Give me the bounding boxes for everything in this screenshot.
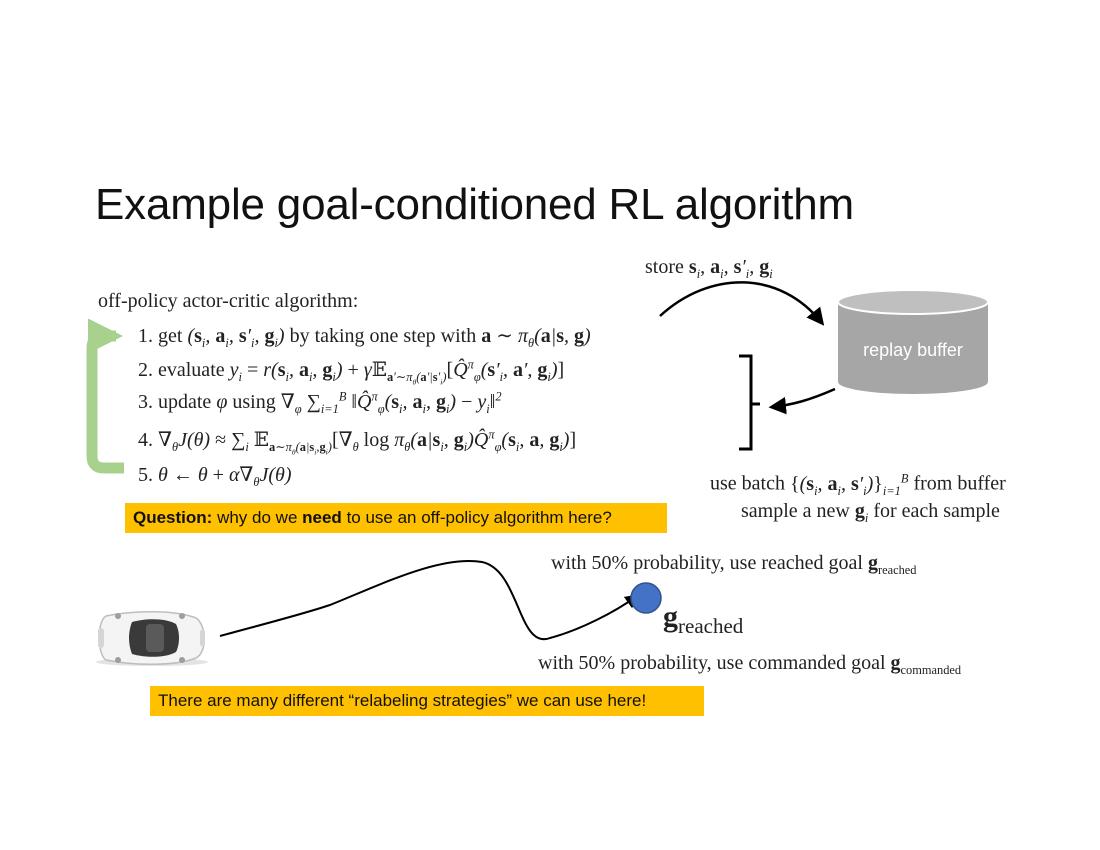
trajectory-icon (219, 560, 640, 641)
g-reached-math: greached (867, 552, 917, 577)
step-number: 3. (138, 391, 153, 413)
g-commanded-math: gcommanded (890, 652, 962, 677)
batch-label: use batch {(si, ai, s′i)}i=1B from buffe… (710, 471, 1006, 499)
batch-math: {(si, ai, s′i)}i=1B (789, 471, 909, 498)
step-text: evaluate (158, 359, 225, 381)
step-text: get (158, 325, 183, 347)
step-4: 4. ∇θJ(θ) ≈ ∑i 𝔼a∼πθ(a|si,gi)[∇θ log πθ(… (138, 427, 576, 456)
step-1: 1. get (si, ai, s′i, gi) by taking one s… (138, 323, 591, 351)
question-callout: Question: why do we need to use an off-p… (125, 503, 667, 533)
slide-title: Example goal-conditioned RL algorithm (95, 180, 854, 229)
store-text: store (645, 256, 684, 278)
step-math: ∇φ ∑i=1B ‖Q̂πφ(si, ai, gi) − yi‖2 (280, 389, 502, 416)
sample-text: for each sample (873, 500, 1000, 522)
question-text: why do we (217, 508, 298, 527)
step-number: 2. (138, 359, 153, 381)
batch-text: use batch (710, 472, 785, 495)
step-2: 2. evaluate yi = r(si, ai, gi) + γ𝔼a′∼πθ… (138, 357, 564, 386)
prob-reached-label: with 50% probability, use reached goal g… (551, 552, 916, 578)
step-5: 5. θ ← θ + α∇θJ(θ) (138, 462, 292, 490)
prob-commanded-text: with 50% probability, use commanded goal (538, 652, 886, 674)
step-number: 5. (138, 464, 153, 486)
batch-text: from buffer (913, 472, 1006, 495)
step-math: θ ← θ + α∇θJ(θ) (158, 464, 292, 489)
question-emphasis: need (302, 508, 342, 527)
loop-arrow-icon (86, 318, 124, 474)
relabel-callout: There are many different “relabeling str… (150, 686, 704, 716)
step-math: a ∼ πθ(a|s, g) (481, 325, 591, 350)
step-text: update (158, 391, 212, 413)
car-icon (96, 611, 208, 666)
bracket-icon (739, 354, 760, 451)
question-text: to use an off-policy algorithm here? (346, 508, 612, 527)
question-label: Question: (133, 508, 213, 527)
prob-commanded-label: with 50% probability, use commanded goal… (538, 652, 961, 678)
prob-reached-text: with 50% probability, use reached goal (551, 552, 863, 574)
step-text: by taking one step with (289, 325, 477, 347)
sample-arrow-icon (768, 387, 836, 415)
step-math: (si, ai, s′i, gi) (187, 325, 285, 350)
step-math: yi = r(si, ai, gi) + γ𝔼a′∼πθ(a′|s′i)[Q̂π… (229, 357, 565, 387)
step-number: 1. (138, 325, 153, 347)
replay-buffer-label: replay buffer (863, 340, 963, 360)
cylinder-icon (837, 289, 989, 394)
step-number: 4. (138, 429, 153, 451)
store-arrow-icon (659, 281, 825, 326)
store-label: store si, ai, s′i, gi (645, 256, 773, 282)
step-text: using (232, 391, 276, 413)
goal-dot-icon (630, 582, 662, 614)
step-math: ∇θJ(θ) ≈ ∑i 𝔼a∼πθ(a|si,gi)[∇θ log πθ(a|s… (158, 427, 577, 457)
store-math: si, ai, s′i, gi (688, 256, 773, 281)
sample-math: gi (854, 500, 869, 525)
sample-label: sample a new gi for each sample (741, 500, 1000, 526)
step-3: 3. update φ using ∇φ ∑i=1B ‖Q̂πφ(si, ai,… (138, 389, 502, 417)
step-math: φ (216, 391, 228, 413)
g-reached-label: greached (663, 600, 744, 638)
sample-text: sample a new (741, 500, 850, 522)
algorithm-intro: off-policy actor-critic algorithm: (98, 290, 359, 312)
